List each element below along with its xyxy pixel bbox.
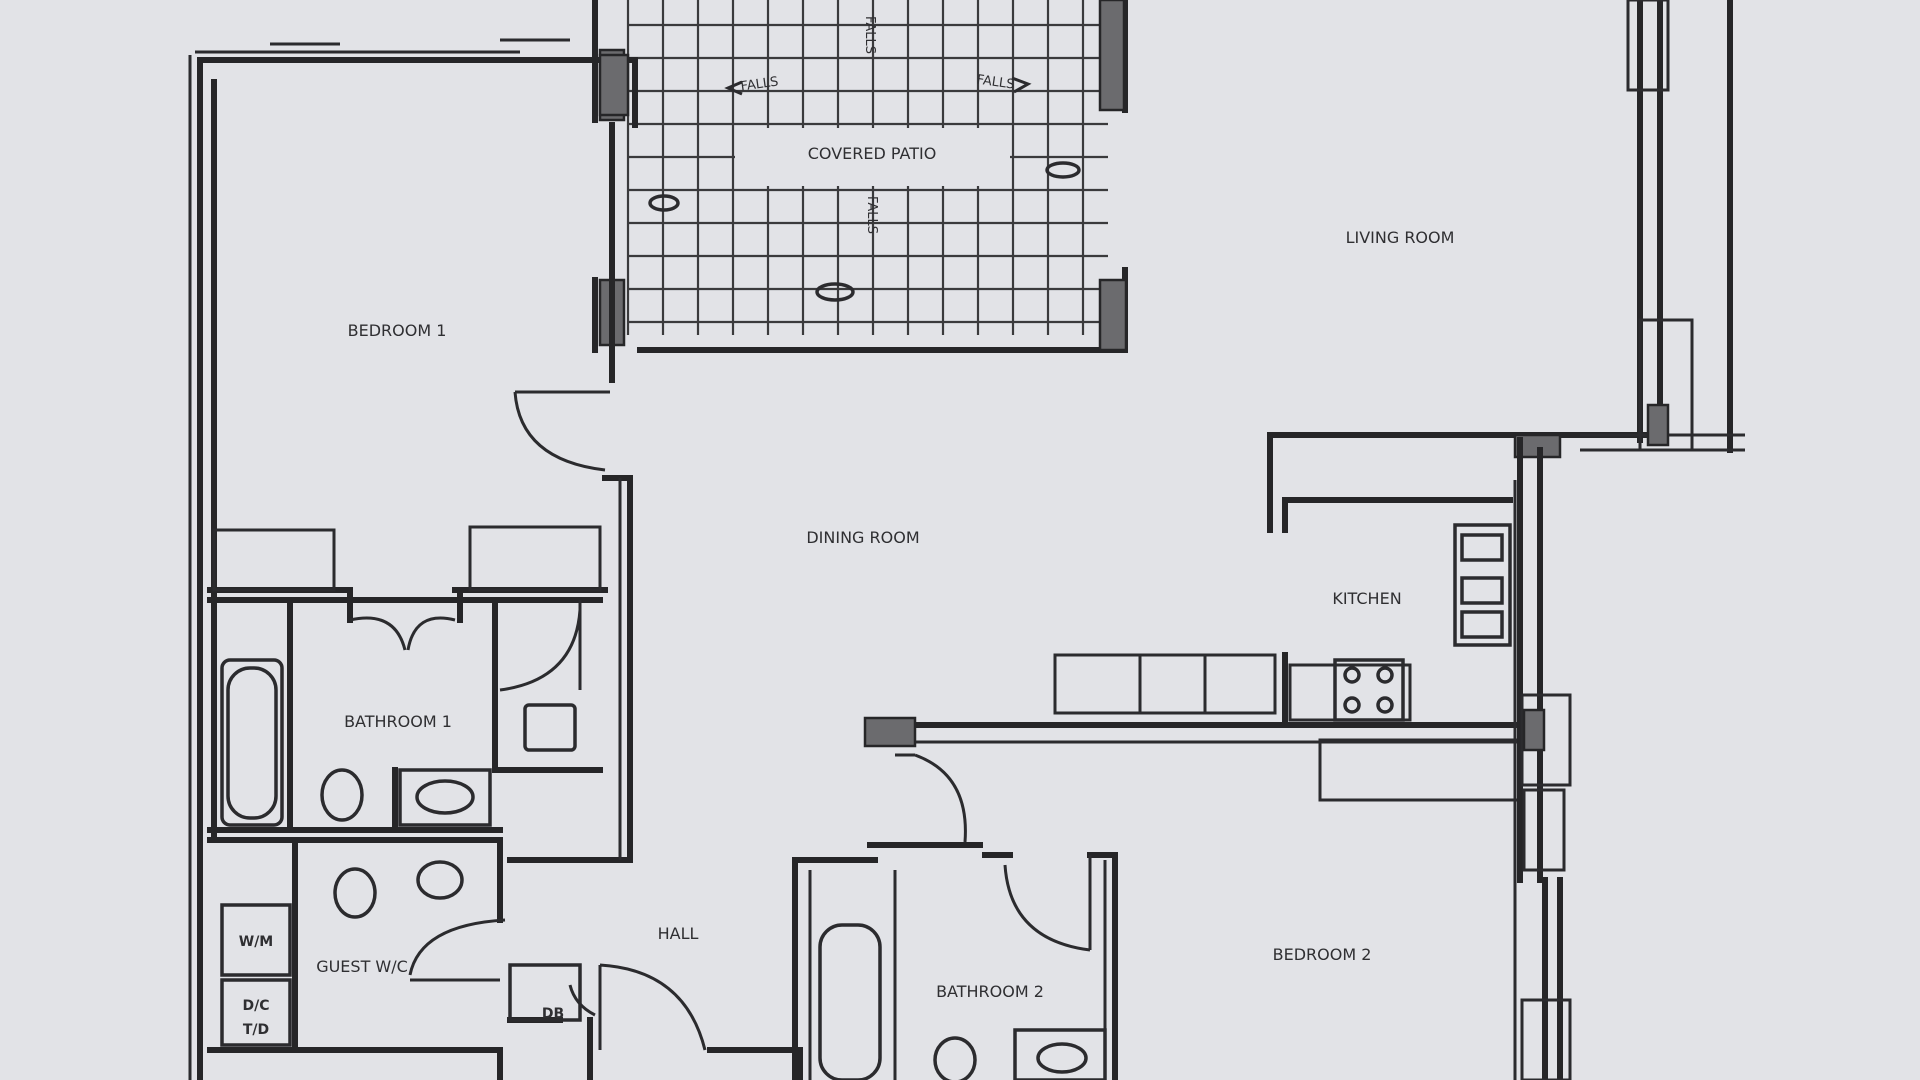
basin-cabinet-2	[1013, 1028, 1107, 1080]
dryer-box	[220, 978, 292, 1047]
falls-right-arrow	[1011, 76, 1032, 94]
hall-label: HALL	[658, 924, 699, 943]
patio-label-band	[735, 128, 1010, 186]
covered-patio	[592, 0, 1128, 353]
falls-right-label: FALLS	[976, 72, 1016, 92]
shower-tray-1	[523, 703, 577, 752]
basin-cabinet-1	[398, 768, 492, 827]
washer-label: W/M	[239, 934, 274, 950]
bedroom-1-label: BEDROOM 1	[348, 321, 447, 340]
bedroom-2-label: BEDROOM 2	[1273, 945, 1372, 964]
washer-box	[220, 903, 292, 977]
patio-pillar-right-top	[1098, 0, 1126, 112]
falls-down-label: FALLS	[864, 196, 879, 234]
fixtures	[220, 523, 1512, 1080]
toilet-1	[320, 768, 364, 822]
basin-guest	[416, 860, 464, 900]
bathroom-2-label: BATHROOM 2	[936, 982, 1044, 1001]
bathtub-2	[818, 923, 882, 1080]
kitchen-label: KITCHEN	[1332, 589, 1401, 608]
dryer-label-line1: D/C	[242, 998, 269, 1014]
cooktop	[1333, 658, 1405, 722]
dryer-label-line2: T/D	[243, 1022, 269, 1038]
covered-patio-label: COVERED PATIO	[808, 144, 937, 163]
dining-room-label: DINING ROOM	[806, 528, 919, 547]
falls-top-label: FALLS	[862, 16, 877, 54]
distribution-board-box	[508, 963, 582, 1022]
toilet-guest	[333, 867, 377, 919]
room-labels: COVERED PATIO LIVING ROOM BEDROOM 1 DINI…	[316, 144, 1454, 1001]
guest-wc-label: GUEST W/C	[316, 957, 408, 976]
kitchen-sink	[1453, 523, 1512, 647]
bathtub-1	[220, 658, 284, 827]
walls	[188, 0, 1745, 1080]
living-room-label: LIVING ROOM	[1346, 228, 1455, 247]
fixture-labels: W/M D/C T/D DB FALLS FALLS FALLS FALLS	[239, 16, 1032, 1038]
doors	[349, 390, 1092, 1051]
bathroom-1-label: BATHROOM 1	[344, 712, 452, 731]
patio-drains	[648, 161, 1081, 302]
distribution-board-label: DB	[542, 1006, 564, 1022]
falls-left-label: FALLS	[740, 74, 780, 94]
patio-pillar-right-bottom	[1098, 278, 1128, 352]
falls-left-arrow	[724, 80, 743, 96]
toilet-2	[933, 1036, 977, 1080]
